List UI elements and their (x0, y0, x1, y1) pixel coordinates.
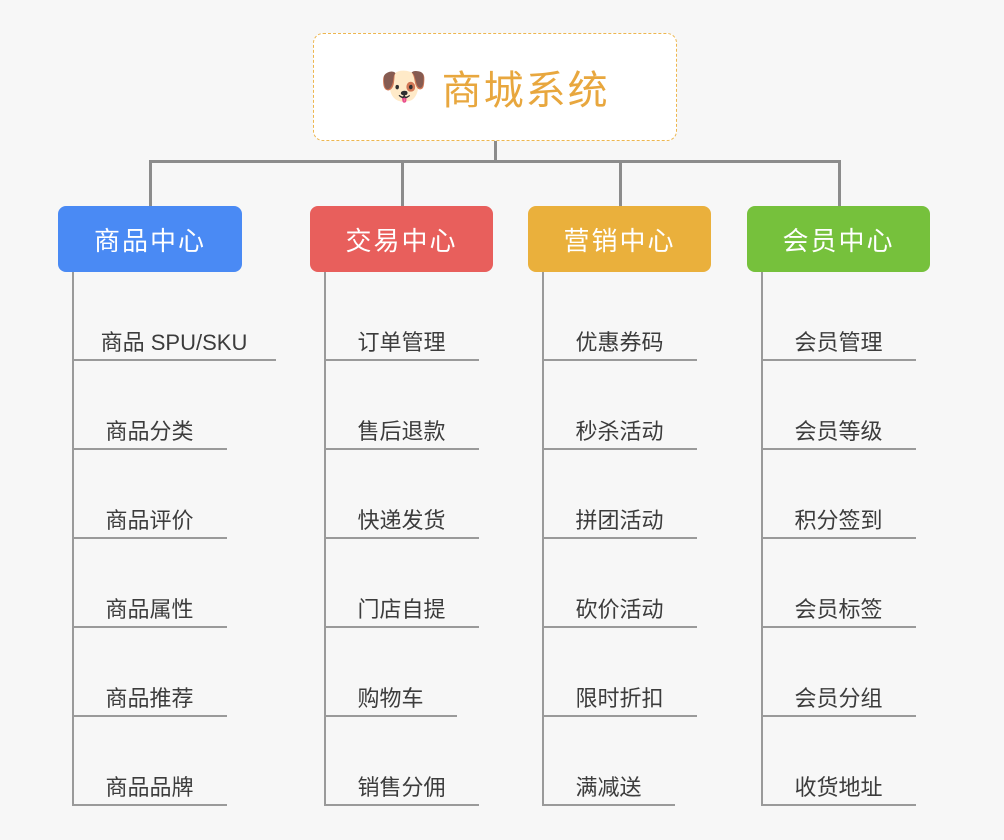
leaf-label: 订单管理 (357, 329, 446, 355)
leaf-label: 商品属性 (105, 596, 194, 622)
connector-drop-1 (149, 160, 152, 207)
leaf-item[interactable]: 商品 SPU/SKU (72, 272, 276, 361)
leaf-label: 收货地址 (794, 774, 883, 800)
category-label-1: 商品中心 (93, 225, 206, 256)
leaf-label: 会员管理 (794, 329, 883, 355)
leaf-label: 拼团活动 (575, 507, 664, 533)
leaf-item[interactable]: 收货地址 (761, 717, 916, 806)
leaf-label: 购物车 (357, 685, 424, 711)
leaf-label: 门店自提 (357, 596, 446, 622)
category-box-4[interactable]: 会员中心 (747, 206, 930, 272)
connector-drop-2 (401, 160, 404, 207)
leaf-item[interactable]: 砍价活动 (542, 539, 697, 628)
leaf-label: 会员等级 (794, 418, 883, 444)
category-box-2[interactable]: 交易中心 (310, 206, 493, 272)
leaf-item[interactable]: 商品分类 (72, 361, 227, 450)
branch-trunk-2 (324, 272, 326, 806)
leaf-label: 砍价活动 (575, 596, 664, 622)
category-label-3: 营销中心 (563, 225, 676, 256)
leaf-item[interactable]: 会员管理 (761, 272, 916, 361)
shiba-dog-face-icon: 🐶 (380, 66, 428, 108)
leaf-item[interactable]: 积分签到 (761, 450, 916, 539)
leaf-item[interactable]: 门店自提 (324, 539, 479, 628)
connector-root-stem (494, 141, 497, 162)
branch-trunk-1 (72, 272, 74, 806)
leaf-label: 商品分类 (105, 418, 194, 444)
root-title: 商城系统 (441, 69, 610, 113)
leaf-label: 售后退款 (357, 418, 446, 444)
leaf-item[interactable]: 秒杀活动 (542, 361, 697, 450)
category-label-2: 交易中心 (345, 225, 458, 256)
leaf-item[interactable]: 会员分组 (761, 628, 916, 717)
leaf-item[interactable]: 满减送 (542, 717, 675, 806)
leaf-item[interactable]: 会员等级 (761, 361, 916, 450)
leaf-item[interactable]: 购物车 (324, 628, 457, 717)
leaf-label: 满减送 (575, 774, 642, 800)
category-box-3[interactable]: 营销中心 (528, 206, 711, 272)
branch-trunk-4 (761, 272, 763, 806)
leaf-item[interactable]: 商品评价 (72, 450, 227, 539)
connector-horizontal-bus (150, 160, 840, 163)
leaf-item[interactable]: 商品属性 (72, 539, 227, 628)
leaf-label: 商品品牌 (105, 774, 194, 800)
leaf-label: 限时折扣 (575, 685, 664, 711)
leaf-item[interactable]: 会员标签 (761, 539, 916, 628)
leaf-label: 会员标签 (794, 596, 883, 622)
leaf-item[interactable]: 订单管理 (324, 272, 479, 361)
category-label-4: 会员中心 (782, 225, 895, 256)
leaf-item[interactable]: 商品品牌 (72, 717, 227, 806)
leaf-label: 优惠券码 (575, 329, 664, 355)
leaf-label: 会员分组 (794, 685, 883, 711)
leaf-item[interactable]: 售后退款 (324, 361, 479, 450)
leaf-item[interactable]: 优惠券码 (542, 272, 697, 361)
leaf-label: 快递发货 (357, 507, 446, 533)
root-node[interactable]: 🐶 商城系统 (313, 33, 677, 141)
leaf-label: 商品推荐 (105, 685, 194, 711)
leaf-label: 商品 SPU/SKU (100, 329, 248, 355)
leaf-label: 销售分佣 (357, 774, 446, 800)
connector-drop-3 (619, 160, 622, 207)
leaf-item[interactable]: 拼团活动 (542, 450, 697, 539)
branch-trunk-3 (542, 272, 544, 806)
category-box-1[interactable]: 商品中心 (58, 206, 242, 272)
leaf-item[interactable]: 快递发货 (324, 450, 479, 539)
leaf-label: 秒杀活动 (575, 418, 664, 444)
leaf-label: 商品评价 (105, 507, 194, 533)
connector-drop-4 (838, 160, 841, 207)
leaf-item[interactable]: 销售分佣 (324, 717, 479, 806)
leaf-item[interactable]: 商品推荐 (72, 628, 227, 717)
leaf-label: 积分签到 (794, 507, 883, 533)
leaf-item[interactable]: 限时折扣 (542, 628, 697, 717)
